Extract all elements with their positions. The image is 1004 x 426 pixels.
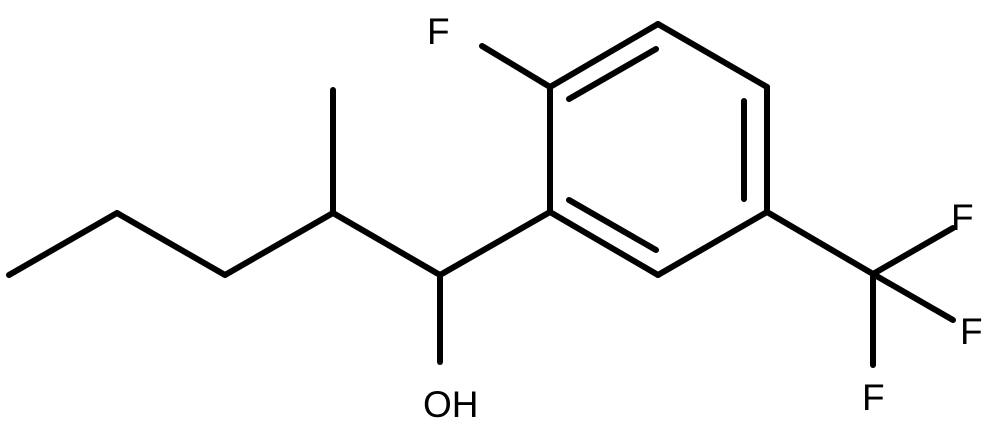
bond-ring-to-cf3-carbon — [764, 209, 876, 277]
ring-bond-c5-c6 — [547, 209, 661, 278]
ring-bond-c2-c3 — [655, 21, 770, 90]
cf3-fluorine-middle-label: F — [960, 311, 983, 352]
bond-carbinol-to-branch — [330, 210, 443, 278]
benzene-ring — [547, 21, 770, 278]
cf3-fluorine-upper-label: F — [951, 197, 974, 238]
fluorine-ring-label: F — [427, 11, 450, 52]
bond-cf3-to-f-middle — [870, 271, 956, 323]
bond-cf3-to-f-upper — [870, 225, 956, 277]
ring-bond-c4-c5 — [655, 209, 770, 278]
ring-bond-c1-c2 — [547, 21, 661, 90]
bond-ring-to-fluorine — [479, 43, 553, 90]
cf3-fluorine-lower-label: F — [862, 377, 885, 418]
hydroxyl-label: OH — [423, 384, 479, 425]
ring-double-bond-inner-1 — [566, 46, 659, 102]
ring-double-bond-inner-3 — [566, 197, 659, 253]
bond-chain-terminal — [6, 210, 120, 278]
bond-branch-to-chain — [222, 210, 336, 278]
bond-chain-middle — [114, 210, 228, 278]
bond-ring-to-carbinol — [437, 209, 553, 278]
